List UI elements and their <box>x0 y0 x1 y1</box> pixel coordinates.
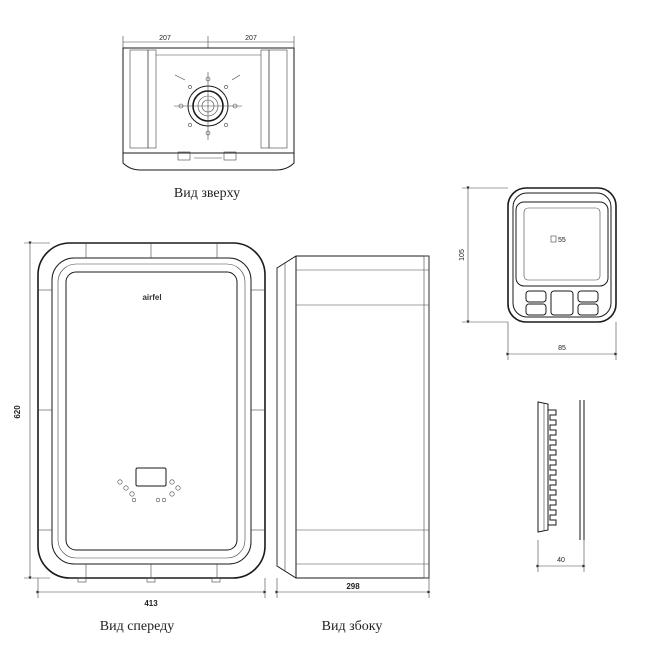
thermostat-button <box>525 290 547 303</box>
flue-outlet <box>174 72 242 140</box>
control-button-icon <box>169 479 175 485</box>
top-view-dimension: 207 207 <box>122 35 295 56</box>
top-view-caption: Вид зверху <box>174 186 240 201</box>
thermostat-depth-dimension: 40 <box>536 540 586 572</box>
side-depth-dimension: 298 <box>275 578 431 598</box>
tap-icon <box>155 497 161 503</box>
top-dim-right-label: 207 <box>245 35 257 42</box>
top-view-body <box>122 47 295 154</box>
thermostat-button <box>525 303 547 316</box>
flame-icon <box>131 497 137 503</box>
control-button-icon <box>175 485 181 491</box>
thermostat-width-label: 85 <box>558 345 566 352</box>
thermostat-indicator-icon <box>550 235 557 243</box>
thermostat-body <box>507 187 617 323</box>
front-height-label: 620 <box>13 405 22 419</box>
thermostat-depth-label: 40 <box>557 557 565 564</box>
brand-logo: airfel <box>142 293 161 302</box>
radiator-icon <box>161 497 167 503</box>
thermostat-side: 40 <box>536 400 586 572</box>
thermostat-button <box>550 290 574 316</box>
thermostat-screen <box>523 207 601 281</box>
front-height-dimension: 620 <box>13 241 50 580</box>
top-view-base <box>122 153 295 171</box>
top-view: 207 207 <box>122 35 295 201</box>
control-button-icon <box>169 491 175 497</box>
control-button-icon <box>123 485 129 491</box>
thermostat-height-dimension: 105 <box>459 186 508 324</box>
thermostat-width-dimension: 85 <box>506 322 618 360</box>
thermostat-button <box>577 290 599 303</box>
thermostat-front: 105 55 85 <box>459 186 618 360</box>
front-view-caption: Вид спереду <box>100 619 175 634</box>
control-button-icon <box>117 479 123 485</box>
thermostat-button <box>577 303 599 316</box>
control-button-icon <box>129 491 135 497</box>
front-display <box>135 467 167 487</box>
front-panel <box>65 271 238 551</box>
side-depth-label: 298 <box>346 582 360 591</box>
thermostat-side-plate <box>537 401 549 533</box>
front-view: 620 413 airfel <box>13 241 267 634</box>
front-width-label: 413 <box>144 599 158 608</box>
thermostat-height-label: 105 <box>459 249 466 261</box>
thermostat-side-ribs <box>548 409 557 526</box>
side-view-caption: Вид збоку <box>322 619 383 634</box>
thermostat-display-value: 55 <box>558 237 566 244</box>
top-dim-left-label: 207 <box>159 35 171 42</box>
side-view: 298 Вид збоку <box>275 255 431 634</box>
control-panel <box>117 467 181 503</box>
front-width-dimension: 413 <box>36 578 267 608</box>
